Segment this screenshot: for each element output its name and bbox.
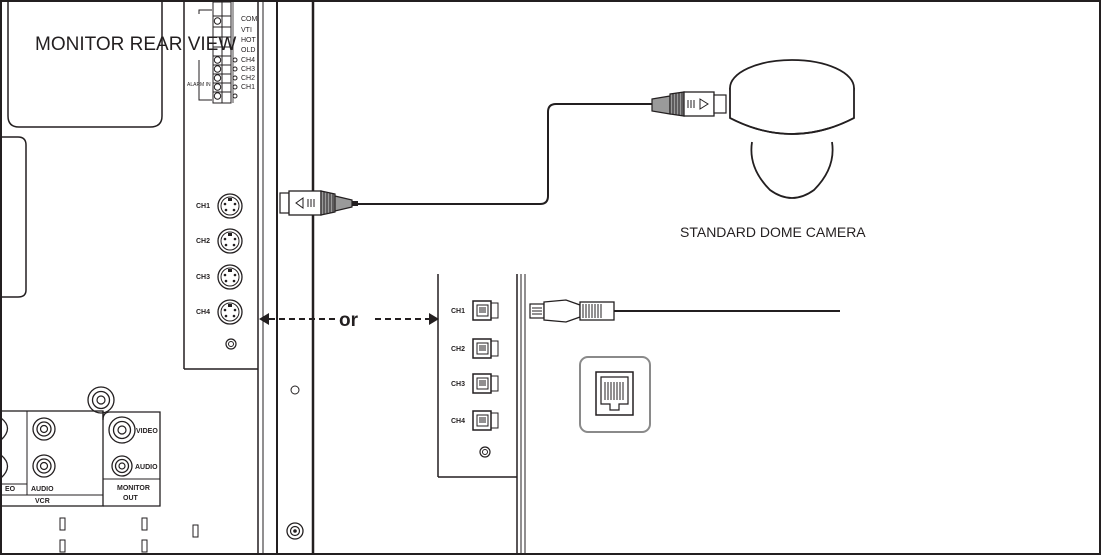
din-port-ch2: [217, 228, 243, 254]
or-arrow: [259, 313, 439, 325]
terminal-label-ch3: CH3: [241, 66, 255, 73]
din-label-ch4: CH4: [196, 309, 210, 316]
rail-hole: [290, 385, 300, 395]
rj-cable-plug: [529, 299, 615, 323]
terminal-label-hot: HOT: [241, 37, 257, 44]
terminal-label-ch1: CH1: [241, 84, 255, 91]
rj-label-ch3: CH3: [451, 381, 465, 388]
rj-port-ch3: [472, 373, 499, 394]
dome-camera: [729, 59, 855, 199]
rj-label-ch4: CH4: [451, 418, 465, 425]
terminal-label-com: COM: [241, 16, 258, 23]
title-box: [7, 1, 163, 128]
rj-port-ch4: [472, 410, 499, 431]
vcr-video-label-partial: EO: [5, 486, 16, 493]
din-cable: [358, 103, 652, 205]
din-label-ch1: CH1: [196, 203, 210, 210]
din-port-ch1: [217, 193, 243, 219]
rail-screw: [286, 522, 304, 540]
rj-panel-ground-screw: [479, 446, 491, 458]
din-port-ch3: [217, 264, 243, 290]
rj-jack-icon: [579, 356, 651, 433]
terminal-label-old: OLD: [241, 47, 255, 54]
monitor-ground-screw: [225, 338, 237, 350]
camera-cable-plug: [651, 91, 727, 117]
monitor-out-video-label: VIDEO: [136, 428, 158, 435]
terminal-block: [198, 1, 238, 104]
terminal-label-vti: VTI: [241, 27, 252, 34]
left-recess: [1, 136, 27, 298]
din-port-ch4: [217, 299, 243, 325]
alarm-in-label: ALARM IN: [187, 82, 211, 88]
monitor-out-panel: [0, 386, 199, 553]
vcr-audio-label: AUDIO: [31, 486, 54, 493]
rj-panel: [437, 274, 526, 555]
din-cable-plug: [279, 190, 358, 216]
din-label-ch3: CH3: [196, 274, 210, 281]
monitor-out-title-1: MONITOR: [117, 485, 150, 492]
monitor-out-audio-label: AUDIO: [135, 464, 158, 471]
vcr-title: VCR: [35, 498, 50, 505]
camera-label: STANDARD DOME CAMERA: [680, 224, 866, 240]
monitor-out-title-2: OUT: [123, 495, 139, 502]
rj-port-ch2: [472, 338, 499, 359]
rj-label-ch1: CH1: [451, 308, 465, 315]
terminal-label-ch2: CH2: [241, 75, 255, 82]
rj-port-ch1: [472, 300, 499, 321]
page-title: MONITOR REAR VIEW: [35, 34, 236, 55]
or-label: or: [339, 310, 359, 331]
terminal-label-ch4: CH4: [241, 57, 255, 64]
din-label-ch2: CH2: [196, 238, 210, 245]
rj-label-ch2: CH2: [451, 346, 465, 353]
